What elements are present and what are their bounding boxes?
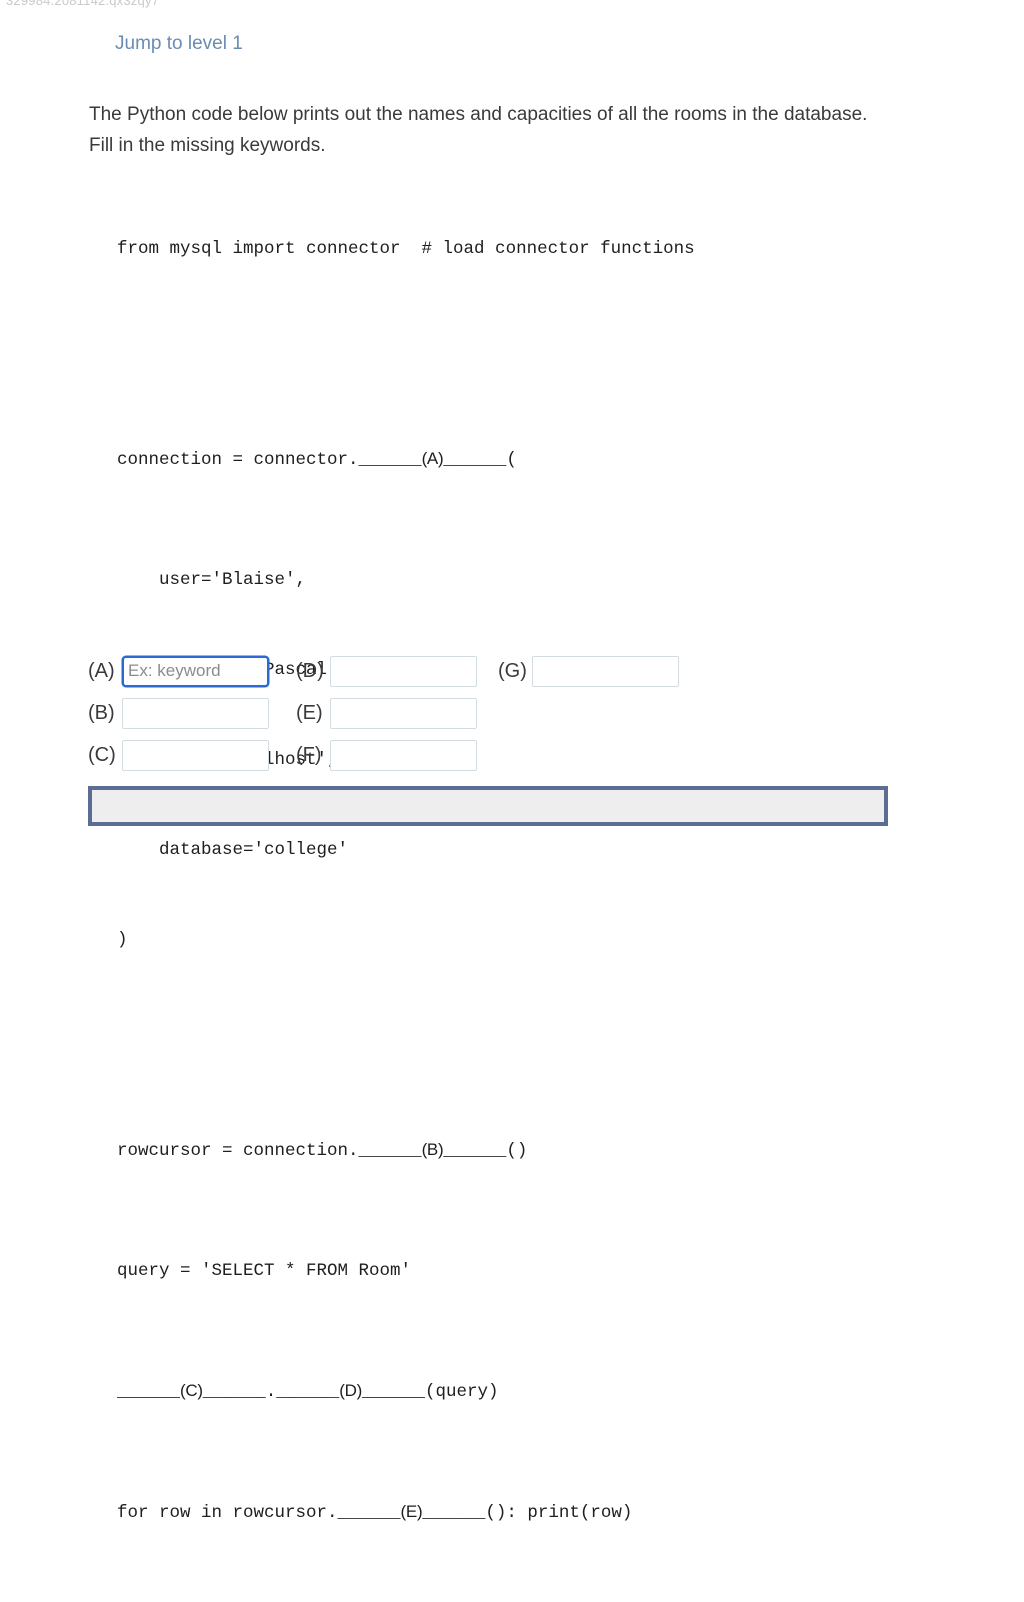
answer-label-e: (E) — [296, 701, 323, 724]
answer-input-e[interactable] — [330, 697, 477, 729]
code-line: from mysql import connector # load conne… — [117, 234, 695, 264]
blank-label-c: (C) — [180, 1381, 203, 1400]
code-line: rowcursor = connection.______(B)______() — [117, 1135, 695, 1166]
code-block: from mysql import connector # load conne… — [117, 174, 695, 1602]
answer-label-d: (D) — [296, 659, 324, 682]
code-text: rowcursor = connection.______ — [117, 1141, 422, 1161]
answer-input-b[interactable] — [122, 697, 269, 729]
code-text: user='Blaise', — [117, 570, 307, 590]
code-text: for row in rowcursor.______ — [117, 1503, 401, 1523]
code-blank-line — [117, 324, 695, 354]
answer-row: (A) (D) (G) — [88, 650, 698, 692]
blank-label-e: (E) — [400, 1502, 423, 1521]
answer-cell-g: (G) — [498, 655, 698, 687]
code-text: ______( — [443, 450, 517, 470]
answer-grid: (A) (D) (G) (B) (E) (C) (F) — [88, 650, 698, 776]
code-line: query = 'SELECT * FROM Room' — [117, 1256, 695, 1286]
code-text: ______(): print(row) — [422, 1503, 633, 1523]
answer-input-d[interactable] — [330, 655, 477, 687]
blank-label-a: (A) — [421, 449, 444, 468]
blank-label-d: (D) — [339, 1381, 362, 1400]
code-text: query = 'SELECT * FROM Room' — [117, 1261, 412, 1281]
answer-label-a: (A) — [88, 659, 115, 682]
code-text: ______ — [117, 1382, 181, 1402]
answer-cell-f: (F) — [296, 739, 498, 771]
answer-label-b: (B) — [88, 701, 115, 724]
answer-label-c: (C) — [88, 743, 116, 766]
code-line: for row in rowcursor.______(E)______(): … — [117, 1497, 695, 1528]
code-line: user='Blaise', — [117, 565, 695, 595]
code-text: from mysql import connector # load conne… — [117, 239, 695, 259]
bottom-panel[interactable] — [88, 786, 888, 826]
answer-input-a[interactable] — [122, 655, 269, 687]
watermark-id: 329984.2081142.qx3zqy7 — [6, 0, 160, 8]
question-prompt: The Python code below prints out the nam… — [89, 104, 868, 156]
code-line: ______(C)______.______(D)______(query) — [117, 1376, 695, 1407]
jump-to-level-link[interactable]: Jump to level 1 — [115, 33, 243, 54]
code-text: ) — [117, 930, 128, 950]
answer-row: (C) (F) — [88, 734, 698, 776]
answer-input-f[interactable] — [330, 739, 477, 771]
answer-cell-e: (E) — [296, 697, 498, 729]
code-line: database='college' — [117, 835, 695, 865]
code-blank-line — [117, 1015, 695, 1045]
answer-cell-d: (D) — [296, 655, 498, 687]
answer-input-g[interactable] — [532, 655, 679, 687]
code-line: connection = connector.______(A)______( — [117, 444, 695, 475]
answer-label-g: (G) — [498, 659, 527, 682]
code-line: ) — [117, 925, 695, 955]
answer-row: (B) (E) — [88, 692, 698, 734]
code-text: database='college' — [117, 840, 349, 860]
code-text: ______.______ — [202, 1382, 340, 1402]
answer-cell-a: (A) — [88, 655, 296, 687]
code-text: ______() — [443, 1141, 528, 1161]
answer-cell-b: (B) — [88, 697, 296, 729]
code-text: ______(query) — [361, 1382, 499, 1402]
answer-label-f: (F) — [296, 743, 322, 766]
answer-cell-c: (C) — [88, 739, 296, 771]
answer-input-c[interactable] — [122, 739, 269, 771]
blank-label-b: (B) — [421, 1140, 444, 1159]
code-text: connection = connector.______ — [117, 450, 422, 470]
